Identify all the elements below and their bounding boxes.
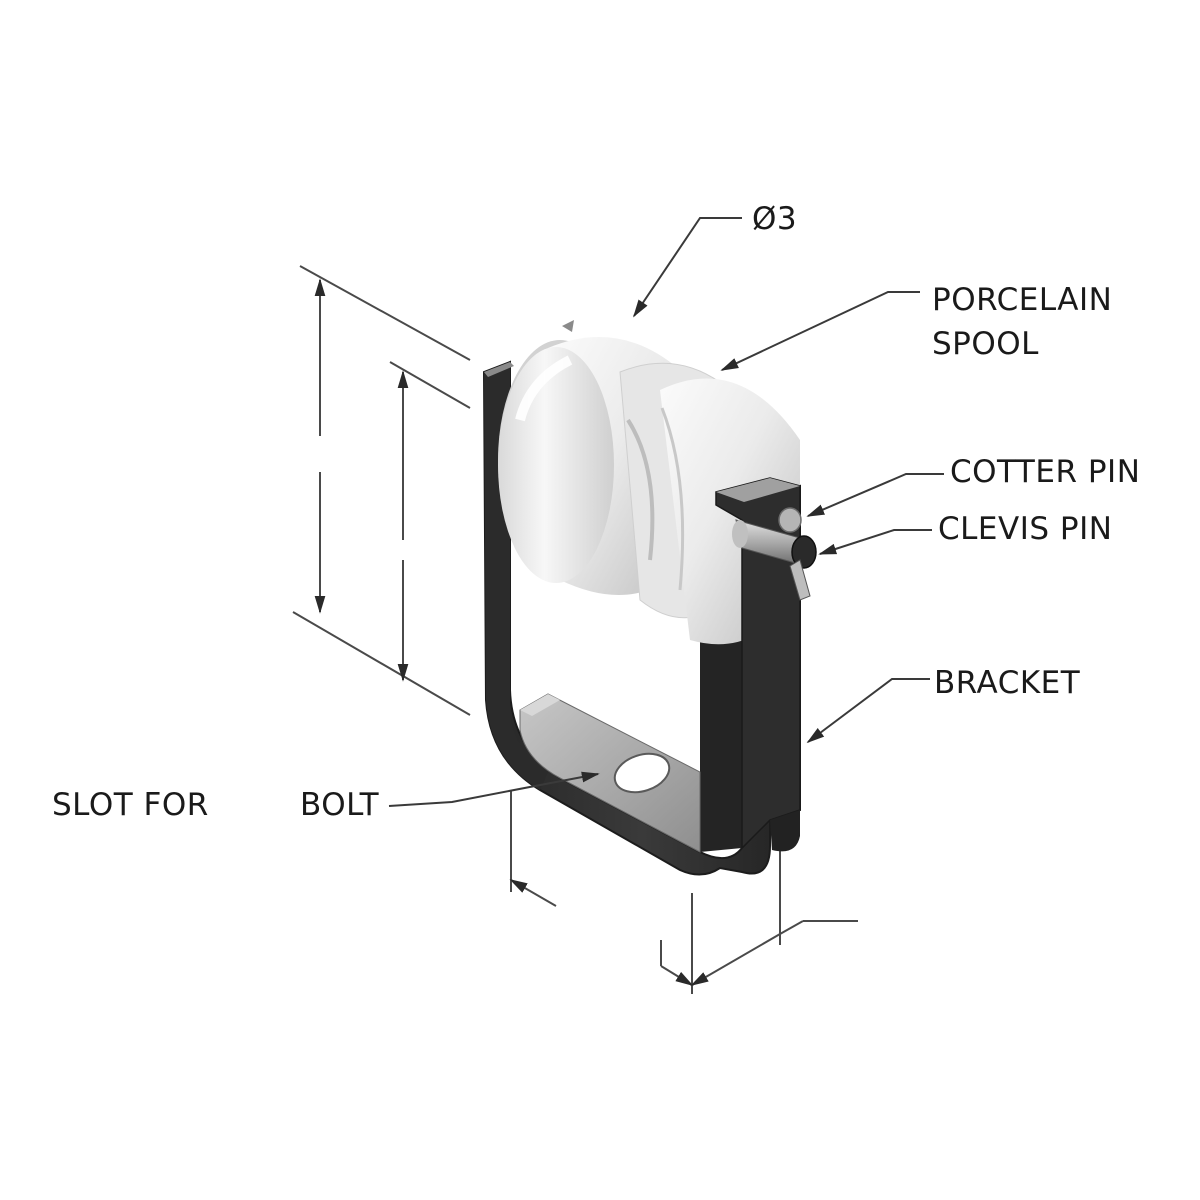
dimension-inner-height <box>389 361 471 682</box>
bolt-label: BOLT <box>300 787 380 823</box>
diameter-label: Ø3 <box>752 201 798 237</box>
clevis-pin-label: CLEVIS PIN <box>938 511 1113 547</box>
dimension-base-width <box>660 843 858 994</box>
slot-for-label: SLOT FOR <box>52 787 209 823</box>
cotter-pin-label: COTTER PIN <box>950 454 1141 490</box>
cotter-pin <box>778 507 811 601</box>
porcelain-spool <box>498 320 800 645</box>
bracket-front-upright <box>715 477 801 852</box>
bolt-slot <box>613 752 671 794</box>
bracket-label: BRACKET <box>934 665 1081 701</box>
leader-lines <box>388 217 944 807</box>
dimension-base-depth <box>509 790 557 907</box>
porcelain-spool-label: PORCELAIN SPOOL <box>932 282 1113 362</box>
dimension-overall-height <box>292 265 471 716</box>
clevis-pin <box>732 519 817 569</box>
